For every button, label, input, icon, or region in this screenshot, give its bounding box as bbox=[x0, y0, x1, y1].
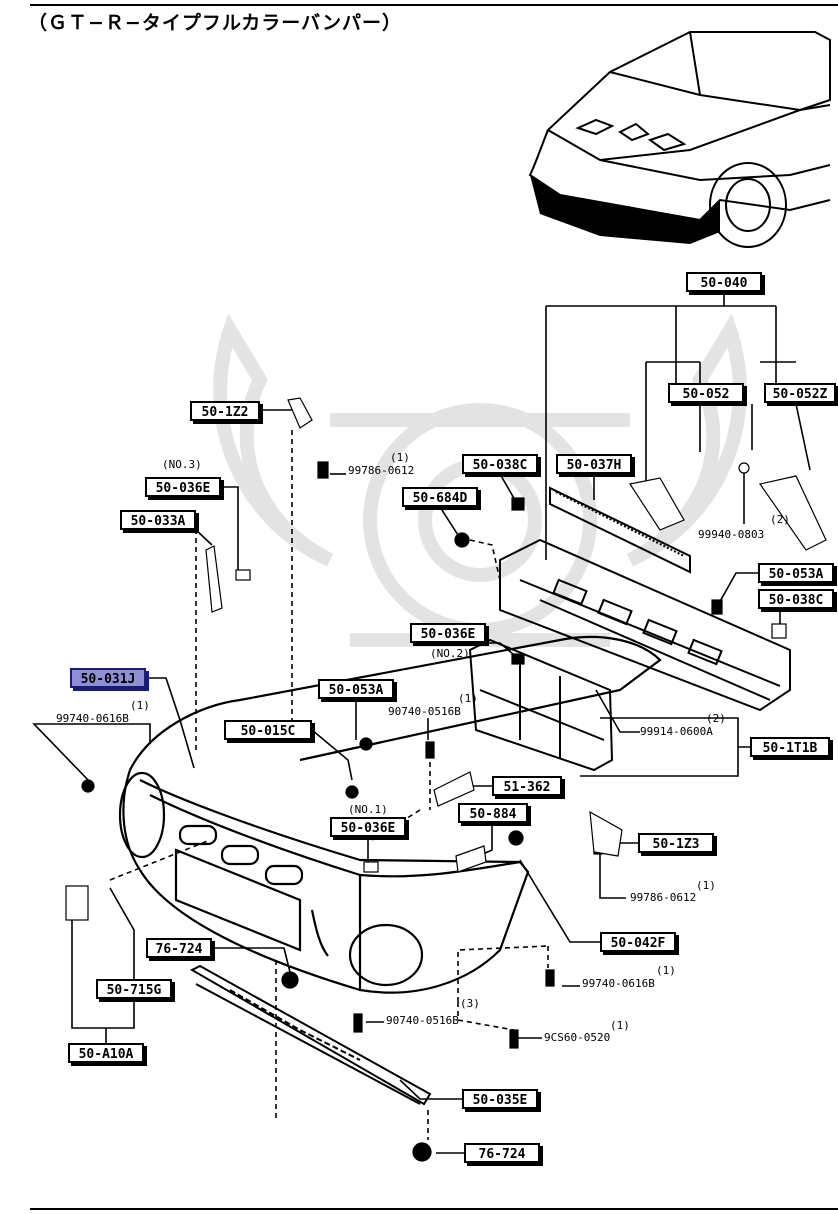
part-callout-50-052[interactable]: 50-052 bbox=[668, 383, 744, 403]
part-callout-50-a10a[interactable]: 50-A10A bbox=[68, 1043, 144, 1063]
part-callout-50-684d[interactable]: 50-684D bbox=[402, 487, 478, 507]
part-callout-50-038c[interactable]: 50-038C bbox=[758, 589, 834, 609]
energy-absorber bbox=[499, 538, 791, 712]
annotation-a-q2-a: (2) bbox=[770, 513, 790, 526]
part-callout-76-724[interactable]: 76-724 bbox=[464, 1143, 540, 1163]
diagram-title: （ＧＴ−Ｒ−タイプフルカラーバンパー） bbox=[28, 12, 403, 34]
part-label-9cs60-0520[interactable]: 9CS60-0520 bbox=[544, 1031, 611, 1044]
part-callout-50-036e[interactable]: 50-036E bbox=[330, 817, 406, 837]
part-callout-50-033a[interactable]: 50-033A bbox=[120, 510, 196, 530]
annotation-a-q1-b: (1) bbox=[458, 692, 478, 705]
part-callout-50-031j[interactable]: 50-031J bbox=[70, 668, 146, 688]
front-bumper-cover bbox=[118, 635, 662, 994]
fastener-icons bbox=[65, 397, 827, 1162]
part-callout-50-1z2[interactable]: 50-1Z2 bbox=[190, 401, 260, 421]
part-callout-51-362[interactable]: 51-362 bbox=[492, 776, 562, 796]
annotation-a-q1-c: (1) bbox=[130, 699, 150, 712]
part-callout-50-715g[interactable]: 50-715G bbox=[96, 979, 172, 999]
part-callout-50-1t1b[interactable]: 50-1T1B bbox=[750, 737, 830, 757]
part-callout-50-037h[interactable]: 50-037H bbox=[556, 454, 632, 474]
part-callout-50-053a[interactable]: 50-053A bbox=[318, 679, 394, 699]
bumper-highlight-shape bbox=[530, 175, 720, 244]
part-label-99740-0616b[interactable]: 99740-0616B bbox=[56, 712, 129, 725]
part-label-99914-0600a[interactable]: 99914-0600A bbox=[640, 725, 713, 738]
annotation-a-q1-e: (1) bbox=[656, 964, 676, 977]
annotation-a-q3: (3) bbox=[460, 997, 480, 1010]
part-callout-50-042f[interactable]: 50-042F bbox=[600, 932, 676, 952]
part-label-99786-0612[interactable]: 99786-0612 bbox=[630, 891, 697, 904]
annotation-a-no2: (NO.2) bbox=[430, 647, 470, 660]
part-label-99740-0616b[interactable]: 99740-0616B bbox=[582, 977, 655, 990]
part-callout-50-035e[interactable]: 50-035E bbox=[462, 1089, 538, 1109]
annotation-a-q1-f: (1) bbox=[610, 1019, 630, 1032]
annotation-a-q1-d: (1) bbox=[696, 879, 716, 892]
leader-lines bbox=[32, 292, 811, 1154]
part-callout-50-038c[interactable]: 50-038C bbox=[462, 454, 538, 474]
part-label-90740-0516b[interactable]: 90740-0516B bbox=[388, 705, 461, 718]
bottom-rule bbox=[30, 1208, 838, 1210]
annotation-a-q2-b: (2) bbox=[706, 712, 726, 725]
part-label-90740-0516b[interactable]: 90740-0516B bbox=[386, 1014, 459, 1027]
annotation-a-no3: (NO.3) bbox=[162, 458, 202, 471]
grille-mesh bbox=[468, 638, 614, 772]
part-callout-50-036e[interactable]: 50-036E bbox=[410, 623, 486, 643]
part-callout-50-040[interactable]: 50-040 bbox=[686, 272, 762, 292]
part-callout-50-036e[interactable]: 50-036E bbox=[145, 477, 221, 497]
lower-splitter bbox=[189, 964, 432, 1106]
part-callout-50-052z[interactable]: 50-052Z bbox=[764, 383, 836, 403]
part-callout-50-015c[interactable]: 50-015C bbox=[224, 720, 312, 740]
annotation-a-q1-a: (1) bbox=[390, 451, 410, 464]
annotation-a-no1: (NO.1) bbox=[348, 803, 388, 816]
top-rule bbox=[30, 4, 838, 6]
part-callout-50-1z3[interactable]: 50-1Z3 bbox=[638, 833, 714, 853]
part-callout-76-724[interactable]: 76-724 bbox=[146, 938, 212, 958]
reinforcement-bar bbox=[549, 486, 691, 574]
part-callout-50-884[interactable]: 50-884 bbox=[458, 803, 528, 823]
part-callout-50-053a[interactable]: 50-053A bbox=[758, 563, 834, 583]
part-label-99786-0612[interactable]: 99786-0612 bbox=[348, 464, 415, 477]
part-label-99940-0803[interactable]: 99940-0803 bbox=[698, 528, 765, 541]
